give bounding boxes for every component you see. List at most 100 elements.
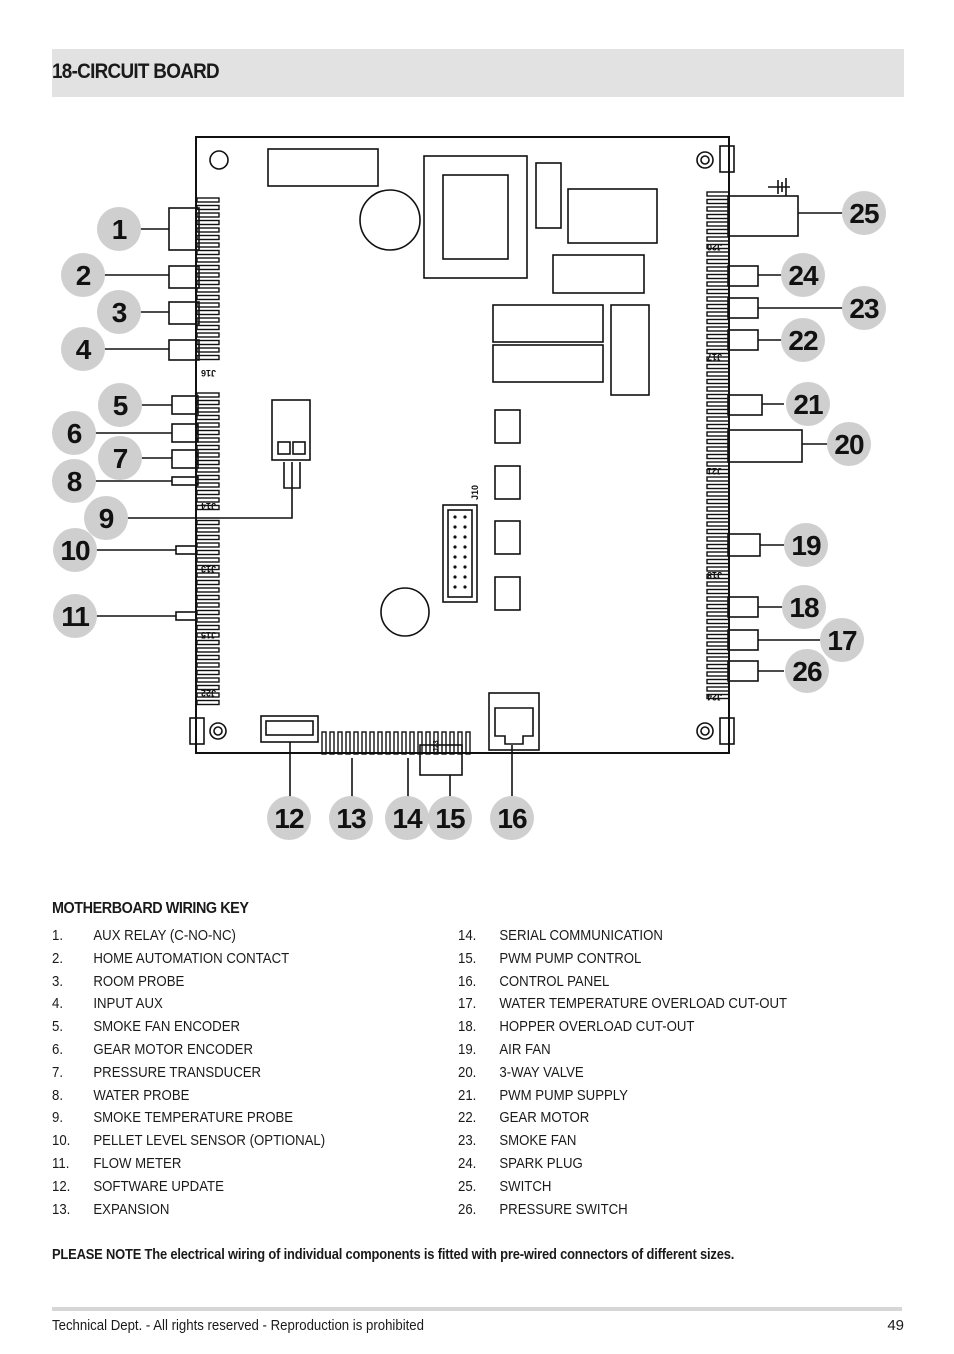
rj-port xyxy=(488,692,540,751)
pin xyxy=(196,654,220,661)
pin xyxy=(706,371,730,377)
wiring-note: PLEASE NOTE The electrical wiring of ind… xyxy=(52,1246,735,1263)
header-pin xyxy=(453,565,457,569)
pin xyxy=(196,639,220,646)
pin xyxy=(337,731,343,755)
pin xyxy=(706,573,730,580)
capacitor xyxy=(359,189,421,251)
connector-label: J17 xyxy=(707,352,722,362)
pin xyxy=(706,311,730,317)
pin xyxy=(706,618,730,625)
pin xyxy=(361,731,367,755)
pin xyxy=(706,558,730,565)
pin xyxy=(706,461,730,467)
pin xyxy=(196,467,220,473)
pin xyxy=(393,731,399,755)
pin xyxy=(196,444,220,451)
pin xyxy=(706,408,730,415)
pin xyxy=(706,671,730,677)
wiring-key-label: HOME AUTOMATION CONTACT xyxy=(93,949,290,967)
wiring-key-label: SPARK PLUG xyxy=(499,1154,583,1172)
pin xyxy=(196,407,220,413)
wiring-key-label: PRESSURE TRANSDUCER xyxy=(93,1063,262,1081)
pin xyxy=(706,378,730,385)
section-header: 18-CIRCUIT BOARD xyxy=(52,49,904,97)
wiring-key-label: SMOKE TEMPERATURE PROBE xyxy=(93,1109,294,1127)
pin xyxy=(706,213,730,220)
pin xyxy=(196,429,220,436)
wiring-key-label: AIR FAN xyxy=(499,1040,551,1058)
wiring-key-label: WATER PROBE xyxy=(93,1086,190,1104)
pin xyxy=(196,347,220,353)
wiring-key-number: 25. xyxy=(458,1177,477,1195)
pin xyxy=(196,264,220,271)
pin xyxy=(706,431,730,437)
pin xyxy=(196,669,220,676)
pin xyxy=(196,212,220,218)
capacitor xyxy=(380,587,430,637)
wiring-key-label: 3-WAY VALVE xyxy=(499,1063,584,1081)
header-pin xyxy=(463,545,467,549)
header-pin xyxy=(463,515,467,519)
wiring-key-label: INPUT AUX xyxy=(93,995,163,1013)
wiring-key-number: 4. xyxy=(52,995,64,1013)
relay xyxy=(567,188,658,244)
pin xyxy=(196,227,220,233)
pin xyxy=(465,731,471,755)
svg-text:5: 5 xyxy=(113,390,128,421)
pin xyxy=(196,692,220,698)
pin xyxy=(706,243,730,250)
wiring-key-number: 22. xyxy=(458,1109,477,1127)
pin xyxy=(706,633,730,640)
circuit-board-diagram: J16 J14 J13 J15 J22 J20 J17 J21 J18 J24 … xyxy=(52,136,886,840)
pin xyxy=(706,191,730,197)
header-j10 xyxy=(442,504,478,603)
pin xyxy=(196,572,220,578)
pin xyxy=(321,731,327,755)
pin xyxy=(706,363,730,370)
connector-label: J14 xyxy=(201,501,216,511)
connector-label: J23 xyxy=(433,740,440,752)
wiring-key-label: SERIAL COMMUNICATION xyxy=(499,927,663,944)
pin xyxy=(706,626,730,632)
pin xyxy=(706,206,730,212)
pin xyxy=(196,519,220,526)
wiring-key-label: PWM PUMP CONTROL xyxy=(499,949,642,967)
svg-text:10: 10 xyxy=(60,535,90,566)
callout-4: 4 xyxy=(61,327,105,371)
connector-label: J16 xyxy=(201,368,216,378)
callout-5: 5 xyxy=(98,383,142,427)
relay xyxy=(492,304,604,343)
pin xyxy=(706,198,730,205)
header-pin xyxy=(453,515,457,519)
pin xyxy=(196,609,220,616)
svg-text:23: 23 xyxy=(849,293,879,324)
pin xyxy=(353,731,359,755)
wiring-key-label: SWITCH xyxy=(499,1177,552,1195)
pin xyxy=(196,332,220,338)
header-pin xyxy=(463,555,467,559)
pin xyxy=(706,281,730,287)
component-block xyxy=(267,148,379,187)
callout-16: 16 xyxy=(490,796,534,840)
pin xyxy=(706,483,730,490)
pin xyxy=(196,339,220,346)
svg-text:3: 3 xyxy=(112,297,127,328)
pin xyxy=(706,513,730,520)
connector-label: J21 xyxy=(707,466,722,476)
pin xyxy=(449,731,455,755)
usb-port xyxy=(260,715,319,743)
wiring-key-label: GEAR MOTOR xyxy=(499,1109,590,1127)
wiring-key-number: 16. xyxy=(458,972,477,990)
header-pin xyxy=(453,575,457,579)
page-number: 49 xyxy=(887,1317,904,1334)
wiring-key-number: 9. xyxy=(52,1109,64,1127)
svg-text:16: 16 xyxy=(497,803,527,834)
wiring-key-number: 24. xyxy=(458,1154,477,1172)
pin xyxy=(706,228,730,235)
header-pin xyxy=(453,525,457,529)
callout-12: 12 xyxy=(267,796,311,840)
header-pin xyxy=(463,565,467,569)
footer-divider xyxy=(52,1307,902,1311)
svg-text:15: 15 xyxy=(435,803,465,834)
